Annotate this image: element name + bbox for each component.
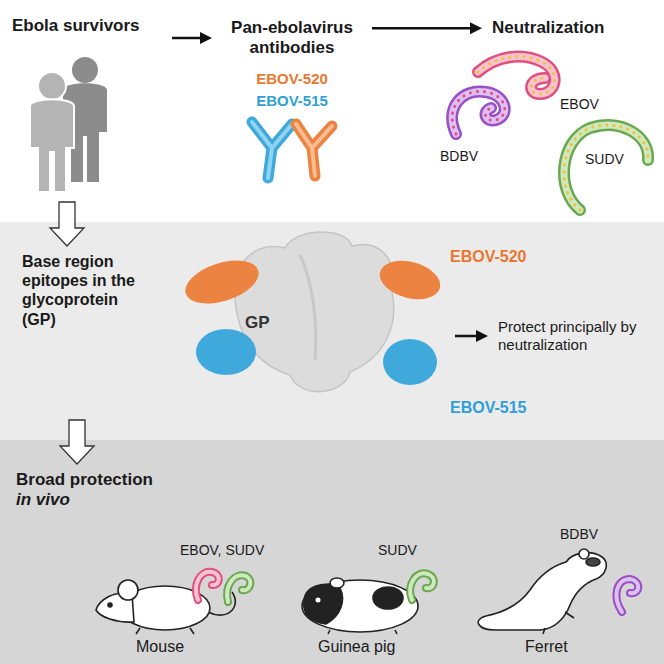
- gp-shading: [300, 255, 316, 360]
- virus-label: BDBV: [560, 526, 598, 543]
- virus-label: EBOV: [560, 96, 599, 113]
- node-subtext: in vivo: [16, 490, 176, 510]
- gp-core: [234, 232, 393, 392]
- arrow-connector: [372, 22, 482, 34]
- arrow-connector: [172, 32, 212, 44]
- animal-label: Ferret: [525, 637, 568, 656]
- node-text: Protect principally by neutralization: [498, 318, 656, 354]
- heading-text: Pan-ebolavirus antibodies: [222, 18, 362, 59]
- node-text: Ebola survivors: [12, 16, 162, 36]
- bottom-band: [0, 440, 664, 664]
- antibody-label: EBOV-515: [242, 92, 342, 110]
- node-text: Neutralization: [492, 18, 632, 38]
- guinea-pig-drawing: [302, 578, 418, 634]
- ebov-520-left: [180, 252, 264, 312]
- node-text: Pan-ebolavirus antibodies: [222, 18, 362, 59]
- arrow-connector: [455, 330, 488, 342]
- antibody-label: EBOV-515: [450, 398, 526, 417]
- heading-text: Ebola survivors: [12, 16, 162, 36]
- node-text: Broad protection: [16, 470, 176, 490]
- virus-sudv: [564, 125, 648, 210]
- virus-label: EBOV, SUDV: [180, 542, 264, 559]
- ferret-drawing: [478, 549, 606, 634]
- ebov-515-left: [196, 329, 256, 375]
- result-text: Protect principally by neutralization: [498, 318, 656, 354]
- antibody-label: EBOV-520: [242, 70, 342, 88]
- animal-label: Guinea pig: [318, 637, 395, 656]
- glycoprotein-structure: [185, 225, 445, 415]
- block-arrow: [60, 420, 94, 464]
- ferret-virus: [616, 579, 638, 612]
- animal-label: Mouse: [136, 637, 184, 656]
- virus-label: SUDV: [378, 542, 417, 559]
- antibody-blue: [252, 122, 292, 178]
- antibody-orange: [296, 124, 332, 176]
- antibody-label: EBOV-520: [450, 247, 526, 266]
- node-text: Base region epitopes in the glycoprotein…: [22, 252, 152, 329]
- middle-band: [0, 222, 664, 440]
- heading-text: Neutralization: [492, 18, 632, 38]
- ebov-520-right: [375, 255, 444, 306]
- virus-bdbv: [452, 91, 505, 134]
- heading-text: Broad protectionin vivo: [16, 470, 176, 511]
- node-text: GP: [245, 313, 270, 333]
- ebov-515-right: [383, 339, 437, 385]
- mouse-viruses: [196, 572, 250, 602]
- glycoprotein-shape: GP: [185, 225, 445, 415]
- survivors-figure: [30, 57, 107, 192]
- block-arrow: [50, 202, 84, 246]
- virus-label: BDBV: [440, 148, 478, 165]
- virus-label: SUDV: [585, 151, 624, 168]
- heading-text: Base region epitopes in the glycoprotein…: [22, 252, 152, 329]
- guinea-pig-virus: [410, 573, 434, 600]
